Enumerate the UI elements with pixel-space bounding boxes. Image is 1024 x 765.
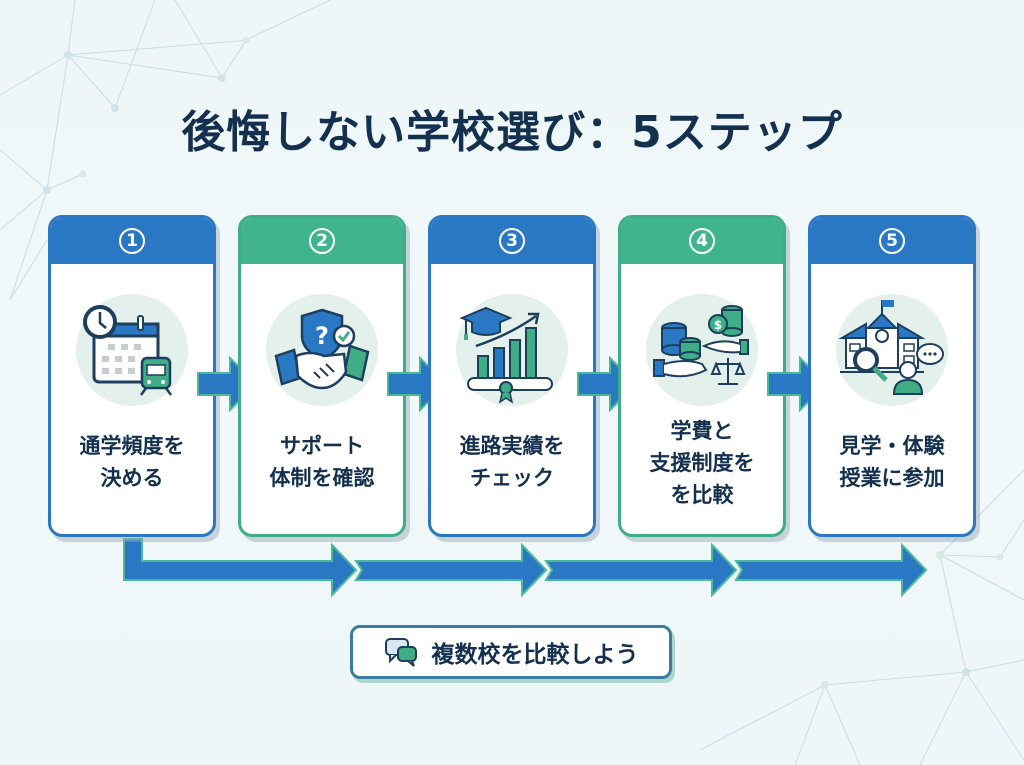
step-header: 3 <box>431 218 593 264</box>
svg-text:?: ? <box>315 322 329 350</box>
step-label: 進路実績を チェック <box>459 434 565 490</box>
coins-hands-scale-icon: $ <box>646 294 758 406</box>
step-label: 学費と 支援制度を を比較 <box>649 419 755 507</box>
step-card-4: 4 $ 学費と 支援制度を を比較 <box>618 215 786 537</box>
compare-schools-button[interactable]: 複数校を比較しよう <box>350 625 672 679</box>
calendar-clock-train-icon <box>76 294 188 406</box>
page-title: 後悔しない学校選び：5ステップ <box>181 107 843 158</box>
step-header: 5 <box>811 218 973 264</box>
chat-bubbles-icon <box>384 638 417 667</box>
step-label: 見学・体験 授業に参加 <box>839 434 945 490</box>
step-card-5: 5 見学・体験 授業に参加 <box>808 215 976 537</box>
step-number: 4 <box>689 228 715 254</box>
svg-text:$: $ <box>714 318 722 332</box>
step-label: サポート 体制を確認 <box>269 434 375 490</box>
step-card-1: 1 通学頻度を 決める <box>48 215 216 537</box>
step-number: 1 <box>119 228 145 254</box>
step-number: 2 <box>309 228 335 254</box>
shield-handshake-icon: ? <box>266 294 378 406</box>
step-label: 通学頻度を 決める <box>79 434 185 490</box>
step-header: 2 <box>241 218 403 264</box>
step-number: 5 <box>879 228 905 254</box>
step-card-2: 2 ? サポート 体制を確認 <box>238 215 406 537</box>
school-visit-icon <box>836 294 948 406</box>
step-header: 4 <box>621 218 783 264</box>
step-header: 1 <box>51 218 213 264</box>
step-card-3: 3 進路実績を チェック <box>428 215 596 537</box>
compare-schools-label: 複数校を比較しよう <box>431 642 639 668</box>
step-number: 3 <box>499 228 525 254</box>
graduation-growth-chart-icon <box>456 294 568 406</box>
